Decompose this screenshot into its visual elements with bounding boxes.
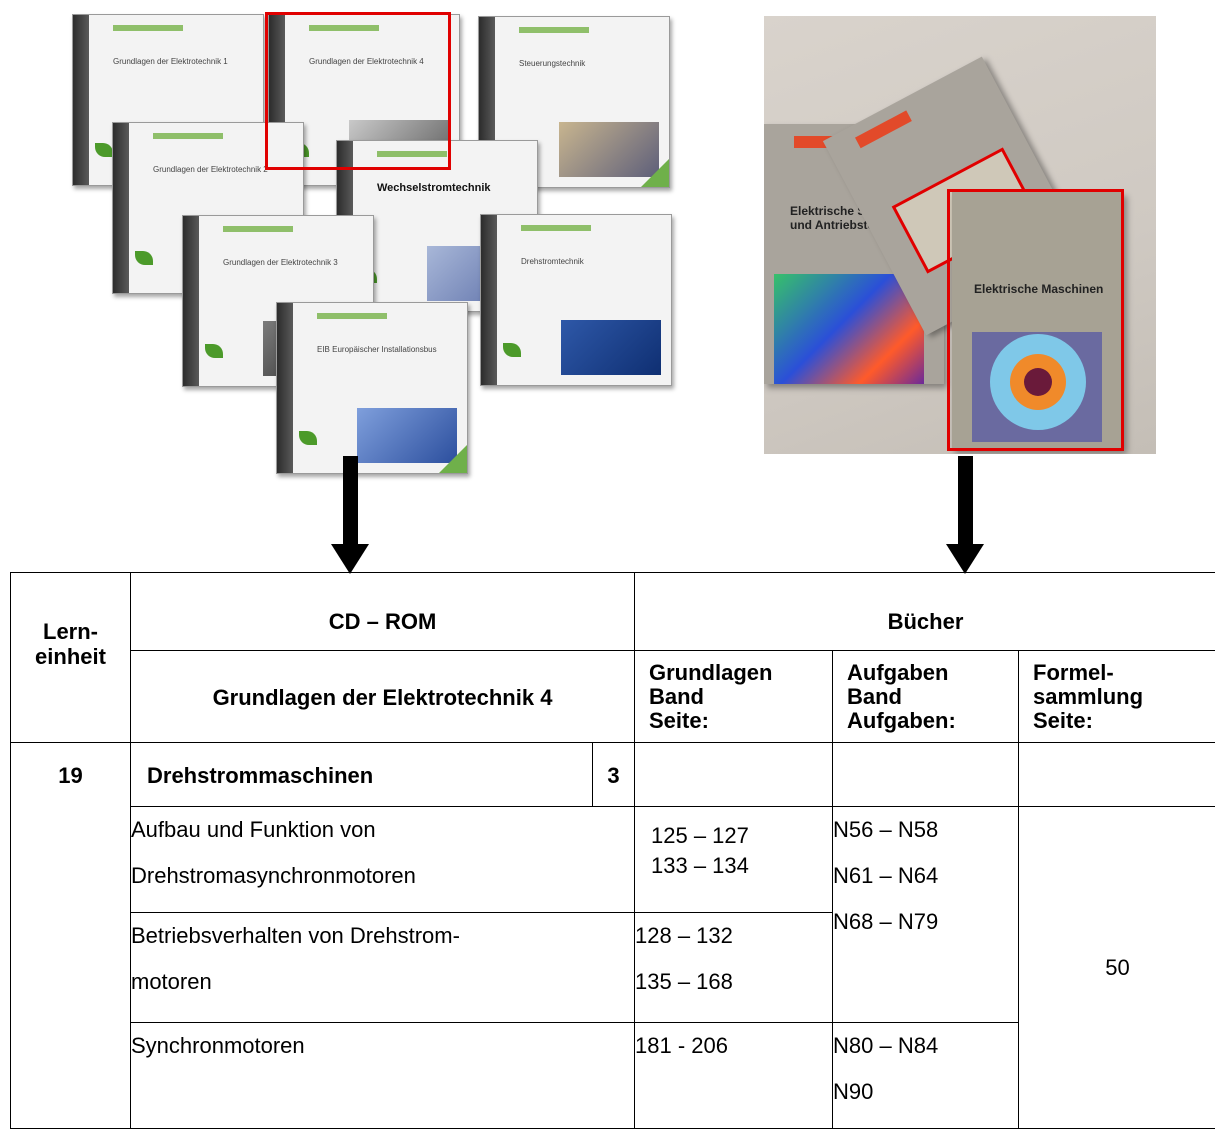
cd-highlight-frame bbox=[265, 12, 451, 170]
empty-cell bbox=[1019, 743, 1215, 807]
empty-cell bbox=[833, 743, 1019, 807]
learning-unit-table: Lern- einheit CD – ROM Bücher Grundlagen… bbox=[10, 572, 1215, 1129]
unit-title: Drehstrommaschinen bbox=[131, 743, 593, 807]
cd-cover: EIB Europäischer Installationsbus bbox=[276, 302, 468, 474]
tasks-group-a: N56 – N58 N61 – N64 N68 – N79 bbox=[833, 807, 1019, 1023]
subheader-grundlagen: Grundlagen Band Seite: bbox=[635, 651, 833, 743]
formel-page: 50 bbox=[1019, 807, 1215, 1129]
pages-synchronmotoren: 181 - 206 bbox=[635, 1023, 833, 1129]
header-cd-rom: CD – ROM bbox=[131, 573, 635, 651]
topic-betriebsverhalten: Betriebsverhalten von Drehstrom- motoren bbox=[131, 913, 635, 1023]
header-lerneinheit: Lern- einheit bbox=[11, 573, 131, 743]
topic-aufbau: Aufbau und Funktion von Drehstromasynchr… bbox=[131, 807, 635, 913]
tasks-group-b: N80 – N84 N90 bbox=[833, 1023, 1019, 1129]
unit-number: 19 bbox=[11, 743, 131, 1129]
cd-title: Grundlagen der Elektrotechnik 4 bbox=[131, 651, 635, 743]
subheader-formelsammlung: Formel- sammlung Seite: bbox=[1019, 651, 1215, 743]
empty-cell bbox=[635, 743, 833, 807]
header-buecher: Bücher bbox=[635, 573, 1215, 651]
subheader-aufgaben: Aufgaben Band Aufgaben: bbox=[833, 651, 1019, 743]
book-highlight-frame bbox=[947, 189, 1124, 451]
pages-betriebsverhalten: 128 – 132 135 – 168 bbox=[635, 913, 833, 1023]
pages-aufbau: 125 – 127 133 – 134 bbox=[635, 807, 833, 913]
cd-cover: Drehstromtechnik bbox=[480, 214, 672, 386]
topic-synchronmotoren: Synchronmotoren bbox=[131, 1023, 635, 1129]
unit-count: 3 bbox=[593, 743, 635, 807]
